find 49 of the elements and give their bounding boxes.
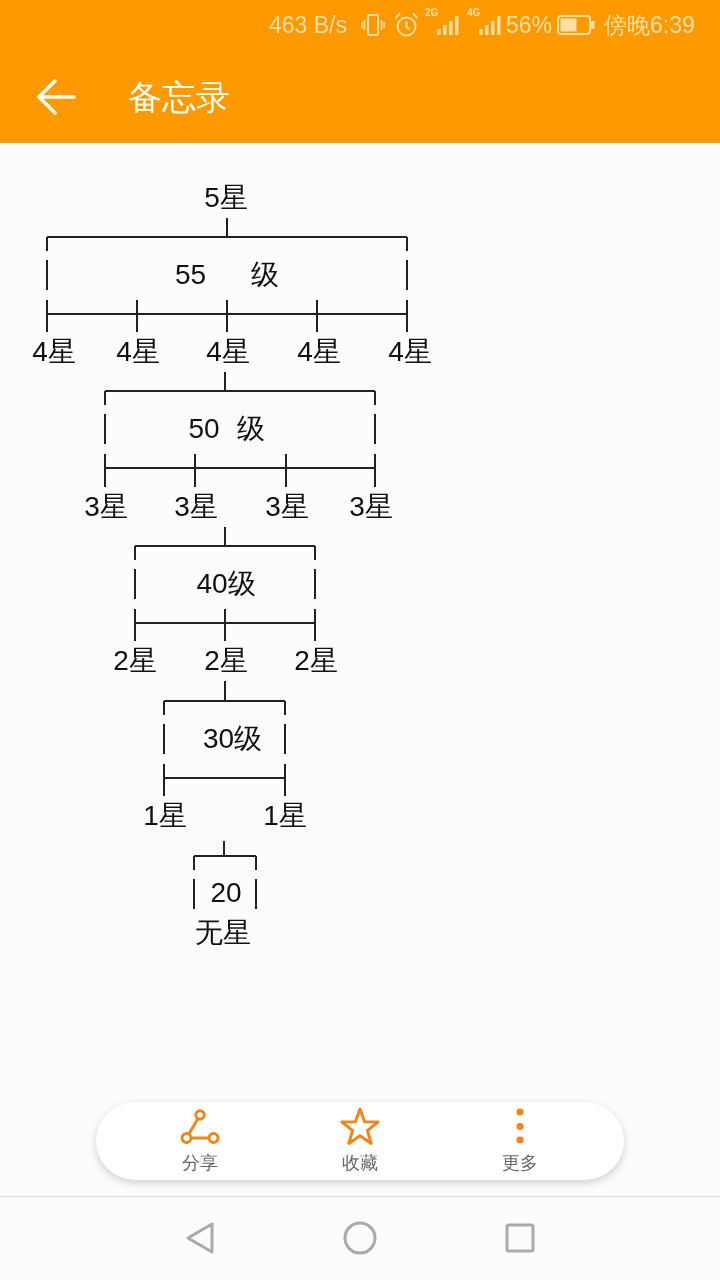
rank-text: 无星 xyxy=(195,916,251,950)
level-text: 40级 xyxy=(196,567,256,601)
clock-text: 傍晚6:39 xyxy=(604,11,695,40)
connector-line xyxy=(136,313,138,333)
connector-line xyxy=(46,313,48,333)
rank-text: 1星 xyxy=(143,796,187,836)
network-type-text: 4G xyxy=(467,7,481,19)
connector-line xyxy=(284,777,286,797)
connector-line xyxy=(374,467,376,488)
page-title: 备忘录 xyxy=(128,77,230,118)
connector-line xyxy=(226,217,228,238)
connector-line xyxy=(285,467,287,488)
action-label: 收藏 xyxy=(342,1152,378,1175)
rank-text: 4星 xyxy=(32,332,76,372)
rank-text: 2星 xyxy=(294,641,338,681)
connector-line xyxy=(194,467,196,488)
rank-text: 3星 xyxy=(174,487,218,527)
rank-text: 2星 xyxy=(204,641,248,681)
rank-text: 3星 xyxy=(265,487,309,527)
rank-text: 4星 xyxy=(206,332,250,372)
action-label: 更多 xyxy=(502,1152,538,1175)
rank-text: 1星 xyxy=(263,796,307,836)
battery-text: 56% xyxy=(506,11,553,40)
level-text: 20 xyxy=(210,876,242,910)
rank-text: 4星 xyxy=(297,332,341,372)
rank-text: 2星 xyxy=(113,641,157,681)
level-text: 55 级 xyxy=(175,258,279,292)
connector-line xyxy=(314,622,316,642)
connector-line xyxy=(316,313,318,333)
network-type-text: 2G xyxy=(425,7,439,19)
level-text: 30级 xyxy=(202,722,263,756)
connector-line xyxy=(104,467,106,488)
connector-line xyxy=(163,777,165,797)
rank-text: 5星 xyxy=(204,178,248,218)
connector-line xyxy=(224,680,226,702)
connector-line xyxy=(223,840,225,857)
rank-text: 3星 xyxy=(349,487,393,527)
connector-line xyxy=(406,313,408,333)
connector-line xyxy=(226,313,228,333)
rank-text: 4星 xyxy=(388,332,432,372)
connector-line xyxy=(224,526,226,547)
connector-line xyxy=(224,622,226,642)
rank-text: 4星 xyxy=(116,332,160,372)
connector-line xyxy=(134,622,136,642)
level-text: 50 级 xyxy=(188,412,266,446)
rank-text: 3星 xyxy=(84,487,128,527)
connector-line xyxy=(224,371,226,392)
action-label: 分享 xyxy=(182,1152,218,1175)
network-speed-text: 463 B/s xyxy=(269,11,347,40)
